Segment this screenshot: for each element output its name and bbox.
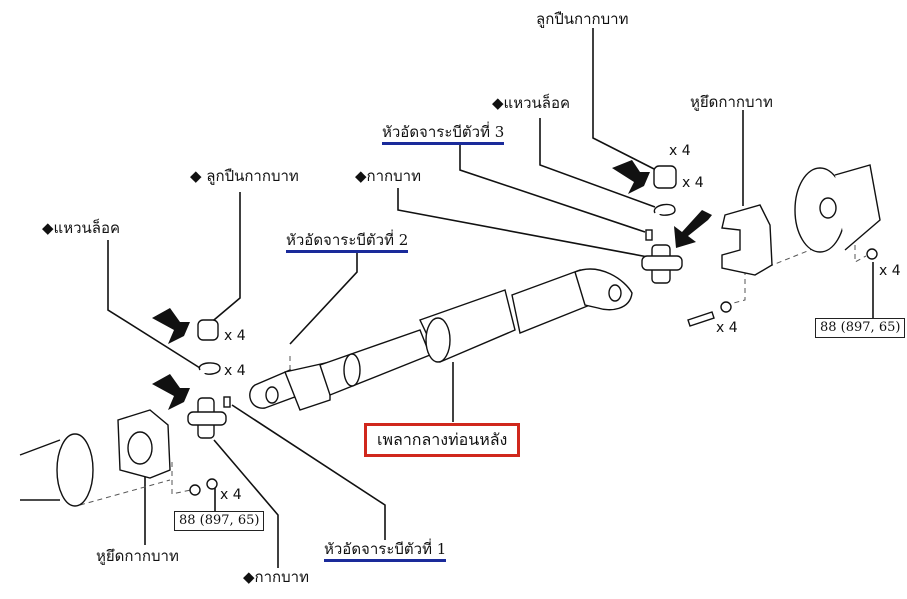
- torque-spec-right: 88 (897, 65): [815, 318, 906, 338]
- leader-joint1: [231, 404, 386, 540]
- qty-bolt-right: x 4: [716, 320, 738, 336]
- spider-icon: [187, 397, 227, 439]
- companion-flange-icon: [794, 164, 881, 253]
- main-part-label: เพลากลางท่อนหลัง: [364, 423, 521, 457]
- label-spider-right: ◆กากบาท: [355, 167, 421, 185]
- snap-ring-icon: [653, 203, 676, 216]
- propeller-shaft-icon: [249, 268, 633, 411]
- qty-bearing-top-b: x 4: [682, 175, 704, 191]
- label-flange-yoke-right: หูยึดกากบาท: [690, 93, 773, 111]
- bolt-icon: [687, 311, 715, 327]
- label-grease-fitting-3: หัวอัดจาระบีตัวที่ 3: [382, 123, 505, 145]
- bearing-cup-icon: [653, 165, 677, 189]
- spider-icon: [641, 244, 683, 284]
- companion-flange-icon: [19, 433, 94, 507]
- label-spider-left: ◆กากบาท: [243, 568, 309, 586]
- torque-spec-left: 88 (897, 65): [174, 511, 265, 531]
- leader-snap-left: [107, 240, 201, 369]
- flange-yoke-icon: [721, 204, 773, 276]
- bearing-cup-icon: [197, 319, 219, 341]
- grease-fitting-icon: [645, 229, 653, 241]
- label-flange-yoke-left: หูยึดกากบาท: [96, 547, 179, 565]
- qty-snap-left: x 4: [224, 363, 246, 379]
- label-snap-ring-right: ◆แหวนล็อค: [492, 94, 571, 112]
- label-grease-fitting-1: หัวอัดจาระบีตัวที่ 1: [324, 540, 447, 562]
- leader-snap-right: [539, 118, 656, 208]
- leader-joint3: [459, 145, 646, 233]
- nut-icon: [720, 301, 732, 313]
- arrow-indicator-icon: [152, 160, 712, 410]
- label-snap-ring-left: ◆แหวนล็อค: [42, 219, 121, 237]
- qty-nut-right: x 4: [879, 263, 901, 279]
- qty-bearing-left: x 4: [224, 328, 246, 344]
- nut-icon: [189, 484, 201, 496]
- qty-bearing-top-a: x 4: [669, 143, 691, 159]
- grease-fitting-icon: [223, 396, 231, 408]
- leader-bearing-left: [207, 192, 241, 326]
- label-grease-fitting-2: หัวอัดจาระบีตัวที่ 2: [286, 231, 409, 253]
- leader-spider-right: [397, 188, 649, 258]
- leader-joint2: [289, 252, 358, 345]
- label-bearing-cup-left: ◆ ลูกปืนกากบาท: [190, 167, 299, 185]
- snap-ring-icon: [198, 362, 221, 375]
- qty-nut-left: x 4: [220, 487, 242, 503]
- label-bearing-cup-top: ลูกปืนกากบาท: [536, 10, 629, 28]
- nut-icon: [206, 478, 218, 490]
- leader-spider-left: [213, 439, 279, 568]
- leader-bearing-top: [592, 28, 661, 173]
